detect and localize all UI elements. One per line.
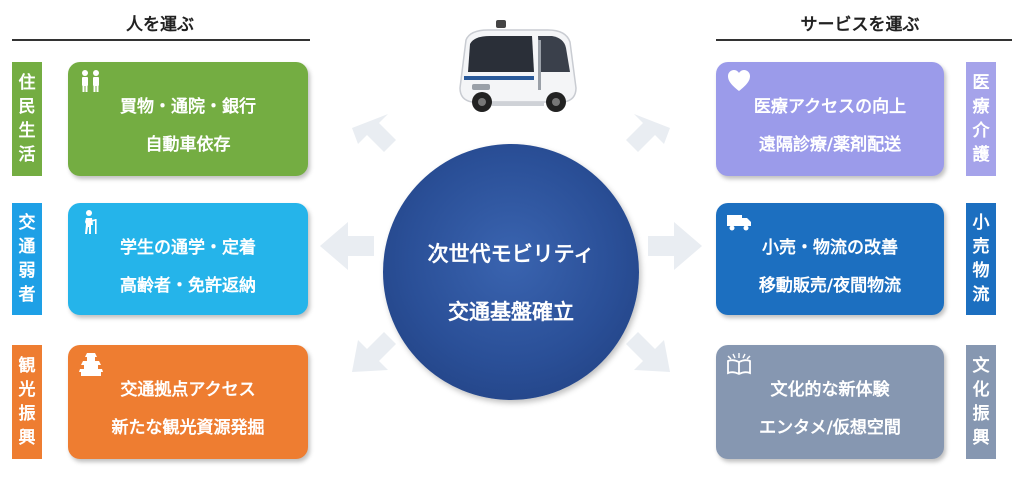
right-header-rule <box>716 39 1012 41</box>
card-line2: 自動車依存 <box>145 135 231 155</box>
card-line1: 小売・物流の改善 <box>762 238 898 258</box>
center-circle: 次世代モビリティ 交通基盤確立 <box>383 144 639 400</box>
tag-culture: 文化振興 <box>966 345 996 459</box>
card-transport-vulnerable: 学生の通学・定着 高齢者・免許返納 <box>68 203 308 315</box>
center-line1: 次世代モビリティ <box>427 242 595 266</box>
book-icon <box>727 353 751 376</box>
arrow-right-bottom <box>626 332 670 372</box>
tag-retail-logistics: 小売物流 <box>966 203 996 315</box>
tag-resident-life: 住民生活 <box>12 62 42 176</box>
card-culture: 文化的な新体験 エンタメ/仮想空間 <box>716 345 944 459</box>
card-line2: 遠隔診療/薬剤配送 <box>758 135 902 155</box>
card-tourism: 交通拠点アクセス 新たな観光資源発掘 <box>68 345 308 459</box>
castle-icon <box>79 353 103 376</box>
card-medical-care: 医療アクセスの向上 遠隔診療/薬剤配送 <box>716 62 944 176</box>
people-icon <box>82 70 99 92</box>
heart-icon <box>728 70 750 91</box>
autonomous-bus-image <box>459 20 577 112</box>
truck-icon <box>727 215 751 231</box>
card-line2: エンタメ/仮想空間 <box>759 418 901 438</box>
tag-medical-care: 医療介護 <box>966 62 996 176</box>
right-header: サービスを運ぶ <box>800 15 920 35</box>
arrow-right-top <box>626 114 670 152</box>
left-header-rule <box>12 39 310 41</box>
elderly-icon <box>85 210 97 234</box>
card-line2: 新たな観光資源発掘 <box>111 418 265 438</box>
arrow-right-middle <box>648 222 702 270</box>
card-resident-life: 買物・通院・銀行 自動車依存 <box>68 62 308 176</box>
card-line1: 学生の通学・定着 <box>120 238 256 258</box>
tag-transport-vulnerable: 交通弱者 <box>12 203 42 315</box>
tag-tourism: 観光振興 <box>12 345 42 459</box>
card-line1: 交通拠点アクセス <box>120 380 256 400</box>
center-line2: 交通基盤確立 <box>448 300 574 324</box>
card-line1: 文化的な新体験 <box>770 380 890 400</box>
arrow-left-top <box>352 114 396 152</box>
left-header: 人を運ぶ <box>126 15 194 35</box>
card-line2: 高齢者・免許返納 <box>120 276 256 296</box>
card-line2: 移動販売/夜間物流 <box>758 276 902 296</box>
card-retail-logistics: 小売・物流の改善 移動販売/夜間物流 <box>716 203 944 315</box>
arrow-left-middle <box>320 222 374 270</box>
card-line1: 買物・通院・銀行 <box>120 97 256 117</box>
card-line1: 医療アクセスの向上 <box>753 97 907 117</box>
arrow-left-bottom <box>352 332 396 372</box>
